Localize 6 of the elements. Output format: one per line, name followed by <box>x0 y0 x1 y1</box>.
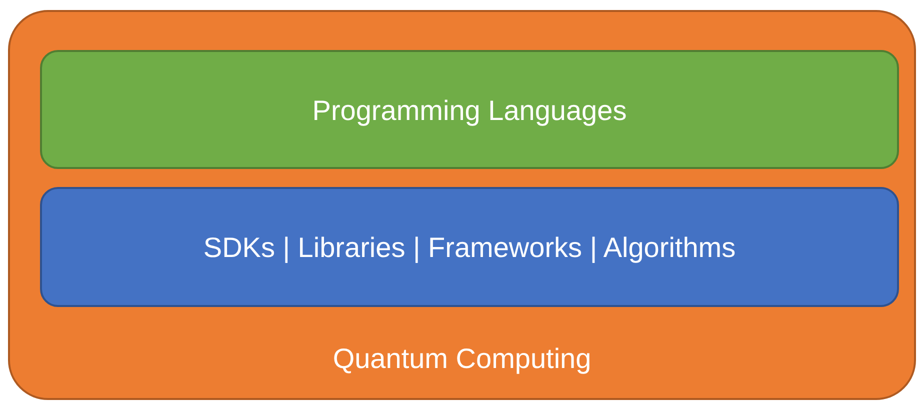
layer-box <box>40 187 899 307</box>
layer-box <box>40 50 899 169</box>
container-title: Quantum Computing <box>332 342 592 376</box>
layer-label: SDKs | Libraries | Frameworks | Algorithms <box>203 231 736 265</box>
container-box <box>8 10 916 400</box>
layer-label: Programming Languages <box>312 94 627 128</box>
